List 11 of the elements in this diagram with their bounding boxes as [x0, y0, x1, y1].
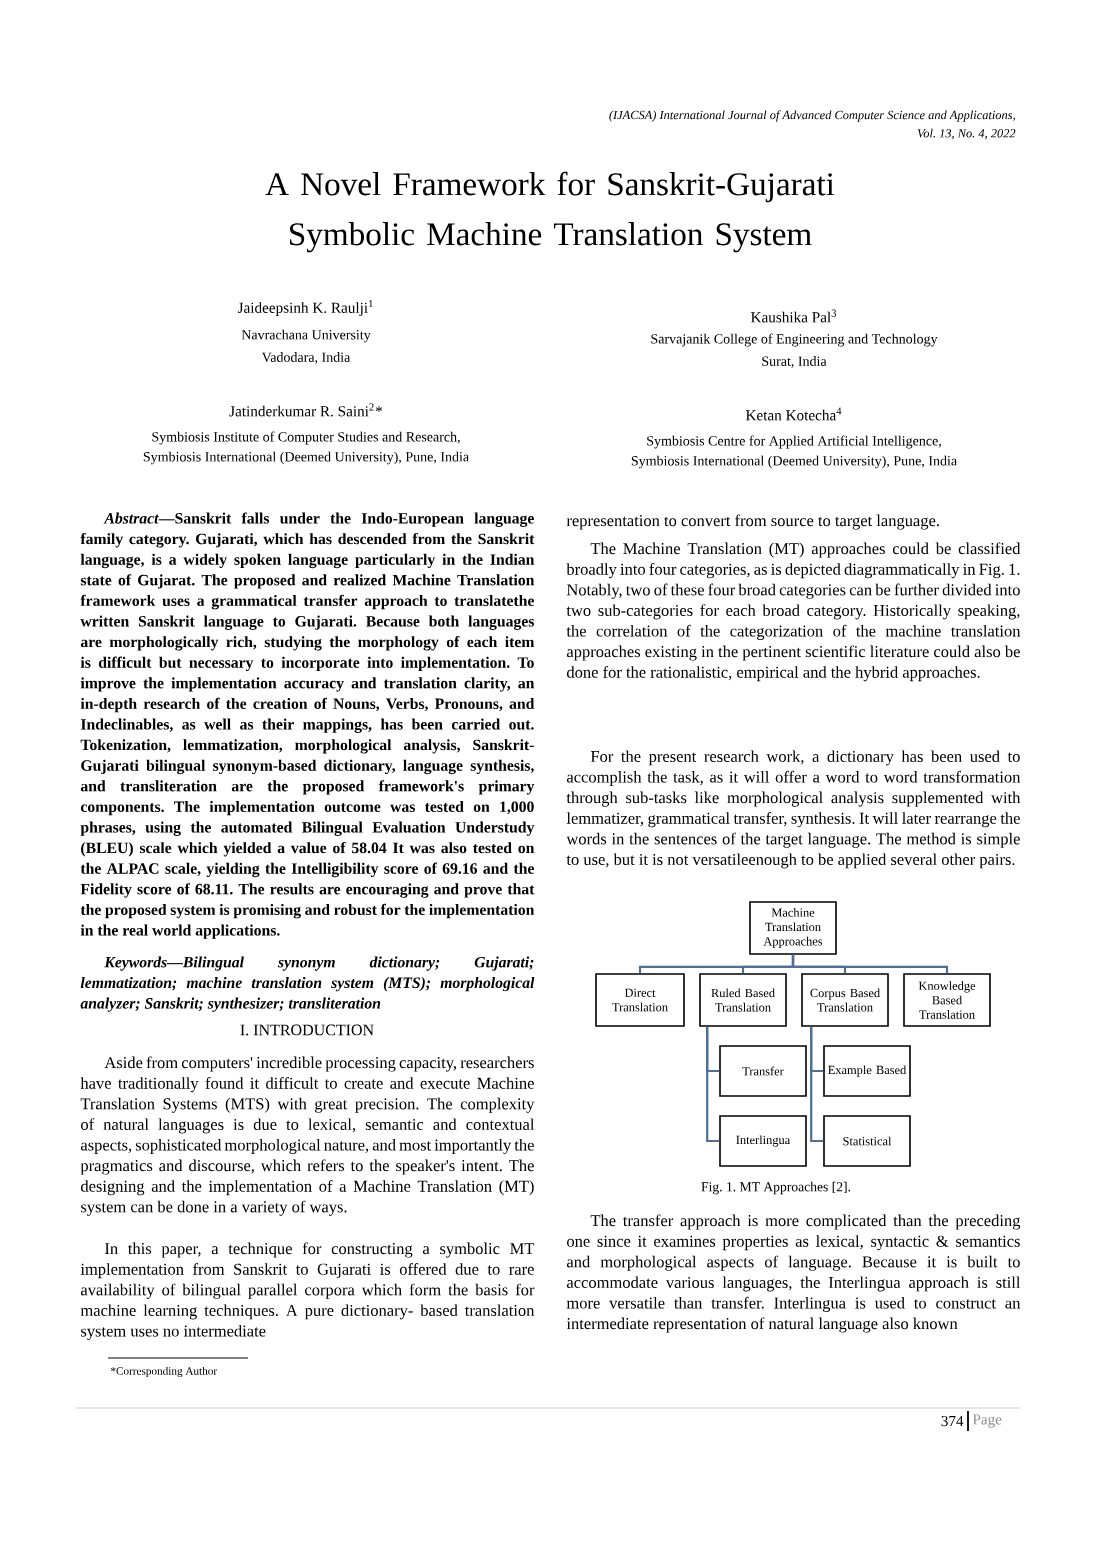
section-heading: I. INTRODUCTION	[240, 1024, 374, 1036]
connector-line	[706, 1026, 720, 1143]
connector-line	[810, 1026, 824, 1143]
connector-line	[791, 954, 949, 974]
title: A Novel Framework for Sanskrit-Gujarati Symbolic Machine Translation System	[265, 171, 835, 253]
body-paragraph: Aside from computers' incredible processing capacity, researchers have traditionally found it difficult to create and execute Machine Translation Systems (MTS) with great precision. The complexity of natural languages is due to lexical, semantic and contextual aspects, sophisticated morphological nature, and most importantly the pragmatics and discourse, which refers to the speaker's intent. The designing and the implementation of a Machine Translation (MT) system can be done in a variety of ways.	[80, 1056, 535, 1216]
body-paragraph: For the present research work, a dictionary has been used to accomplish the task, as it will offer a word to word transformation through sub-tasks like morphological analysis supplemented with lemmatizer, grammatical transfer, synthesis. It will later rearrange the words in the sentences of the target language. The method is simple to use, but it is not versatileenough to be applied several other pairs.	[566, 750, 1021, 869]
body-paragraph: The Machine Translation (MT) approaches could be classified broadly into four categories, as is depicted diagrammatically in Fig. 1. Notably, two of these four broad categories can be further divided into two sub-categories for each broad category. Historically speaking, the correlation of the categorization of the machine translation approaches existing in the pertinent scientific literature could also be done for the rationalistic, empirical and the hybrid approaches.	[566, 542, 1021, 682]
body-paragraph: The transfer approach is more complicated than the preceding one since it examines properties as lexical, syntactic & semantics and morphological aspects of language. Because it is built to accommodate various languages, the Interlingua approach is still more versatile than transfer. Interlingua is used to construct an intermediate representation of natural language also known	[566, 1214, 1021, 1333]
body-paragraph: representation to convert from source to target language.	[566, 514, 939, 530]
body-paragraph: In this paper, a technique for constructing a symbolic MT implementation from Sanskrit to Gujarati is offered due to rare availability of bilingual parallel corpora which form the basis for machine learning techniques. A pure dictionary- based translation system uses no intermediate	[80, 1242, 535, 1340]
